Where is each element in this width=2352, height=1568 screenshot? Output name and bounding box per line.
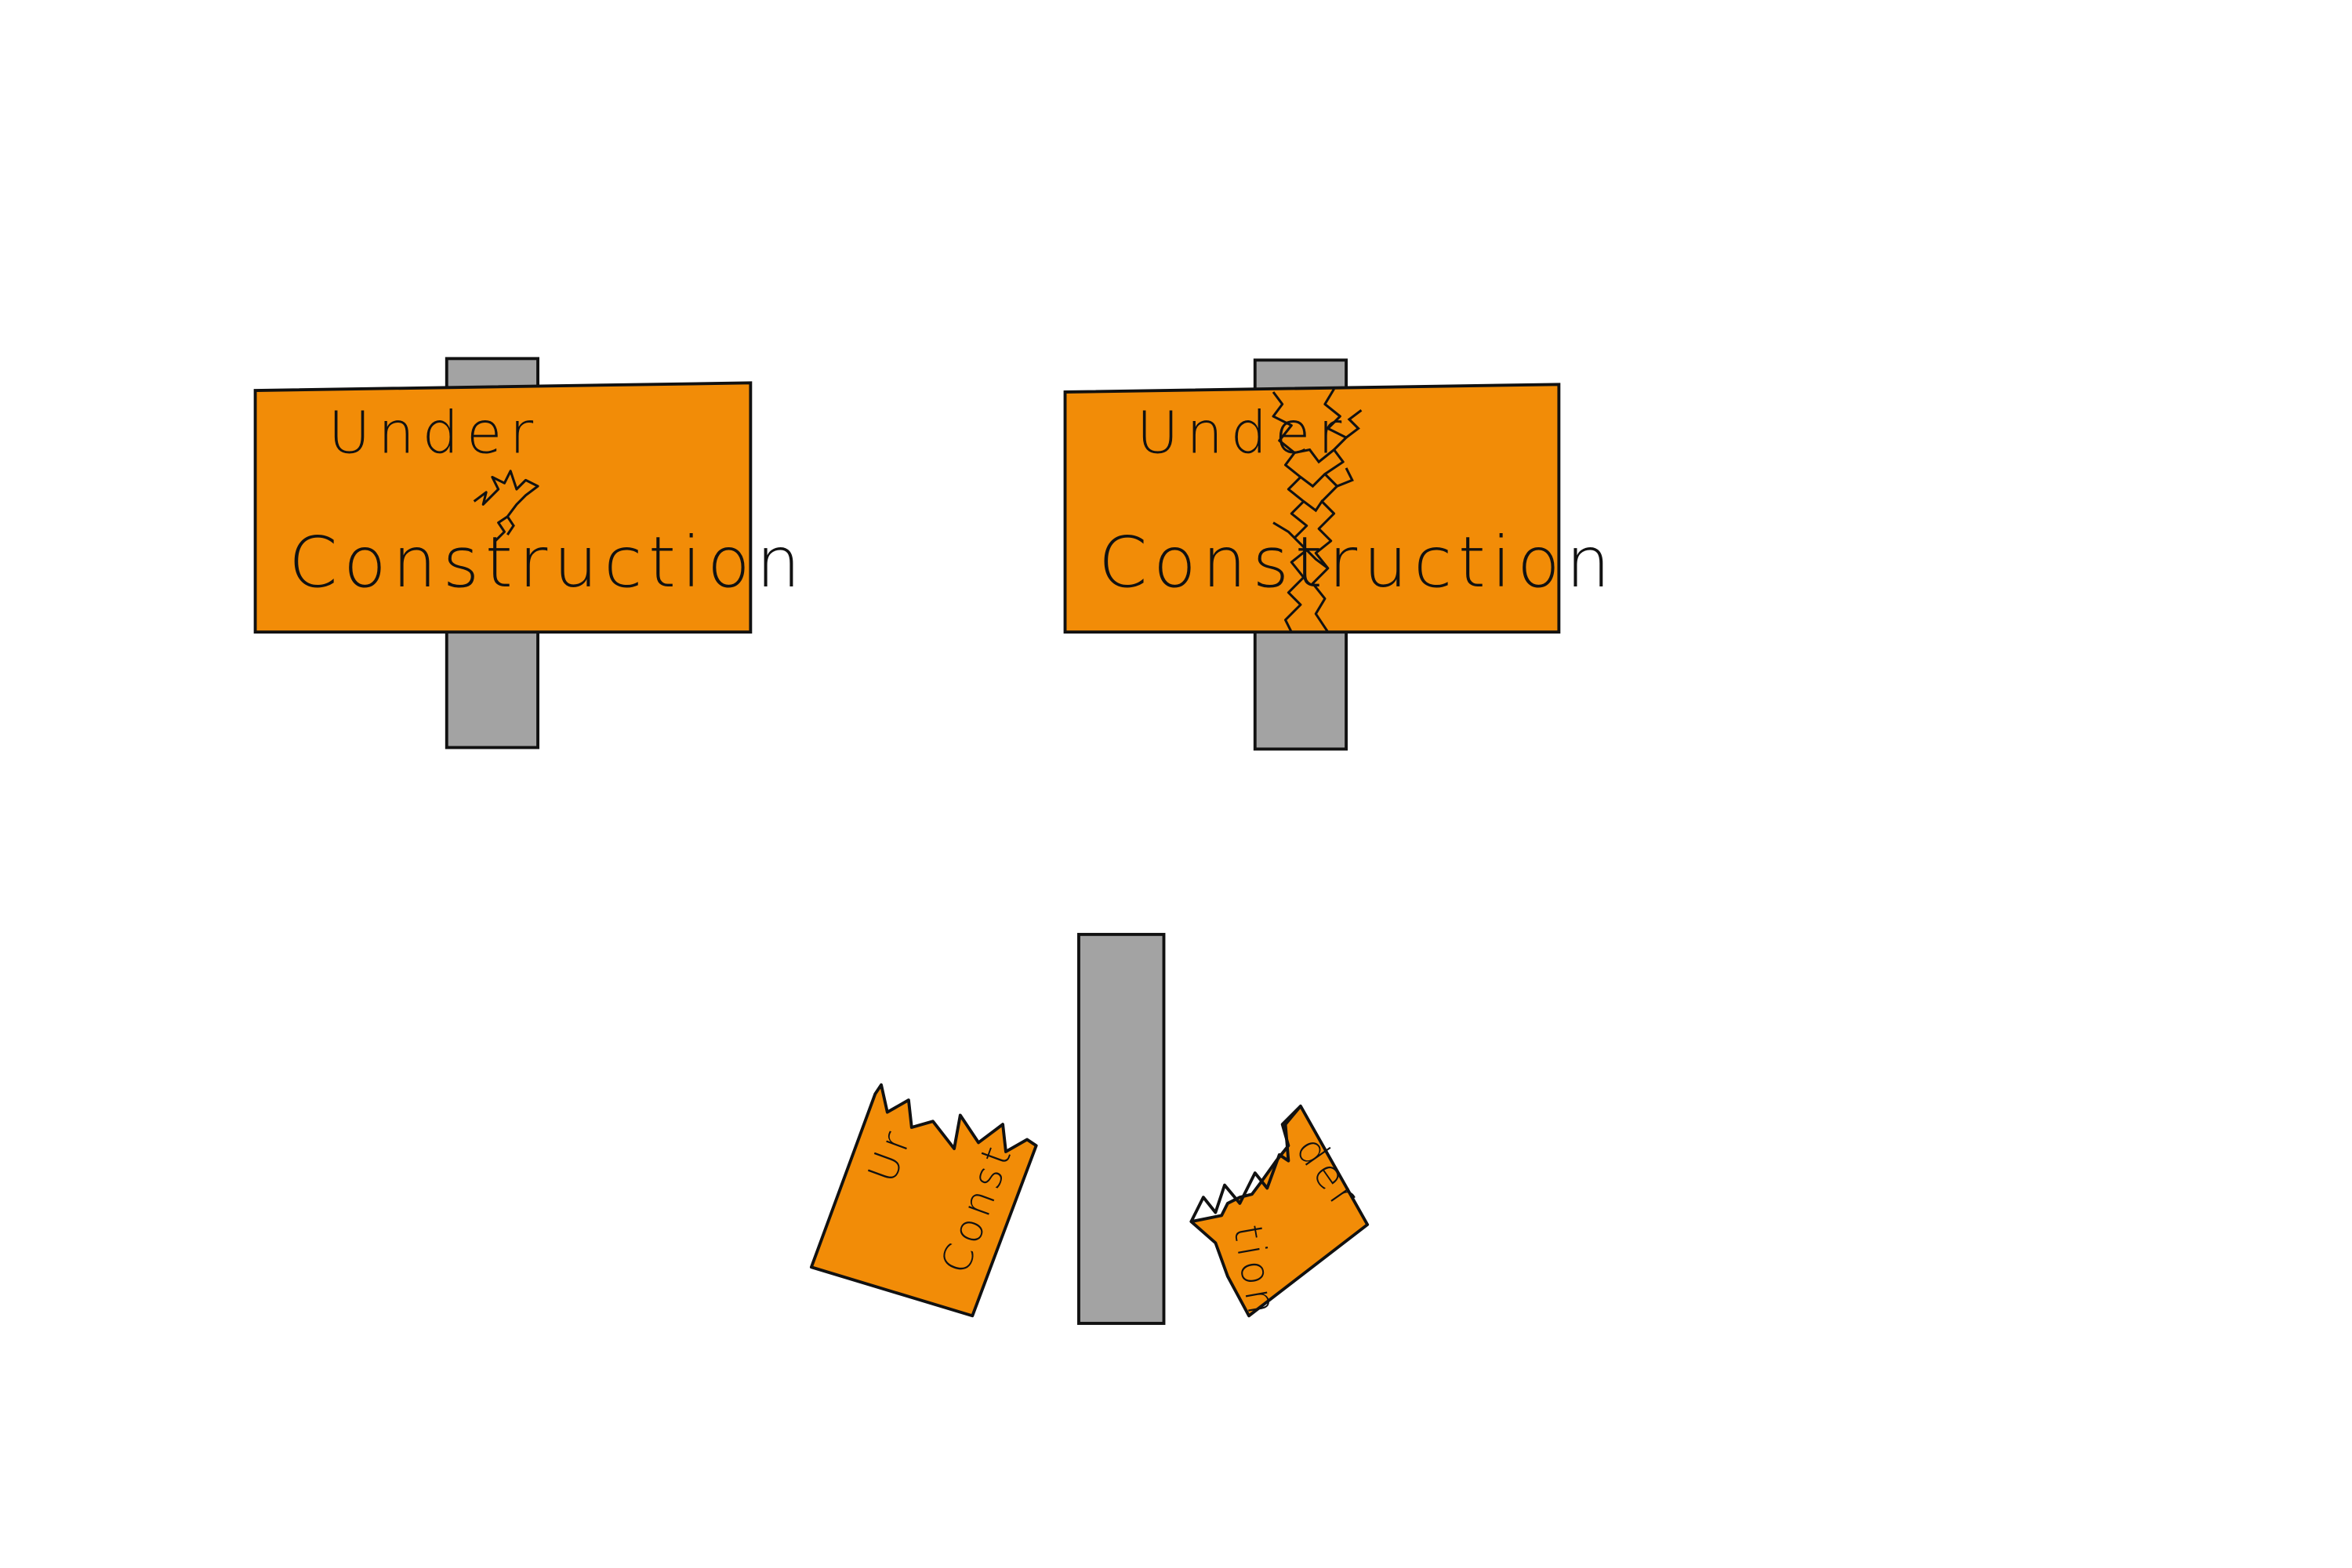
sign-cracked-crack-branch-4 [1272, 521, 1296, 539]
sign-intact-crack-branch [506, 516, 515, 536]
sign-broken-right-piece-jagged-edge [1189, 1105, 1302, 1223]
sign-cracked-crack-branch-7 [1305, 549, 1329, 570]
sign-cracked-crack-left [1272, 391, 1308, 633]
sign-cracked-crack-branch-3 [1302, 499, 1335, 515]
sign-cracked-line1: Under [1137, 401, 1349, 467]
sign-cracked-line2: Construction [1098, 522, 1617, 604]
sign-cracked-crack-branch-5 [1345, 409, 1363, 439]
sign-intact-crack [473, 470, 539, 543]
sign-intact: Under Construction [253, 357, 807, 750]
sign-cracked-crack-branch-1 [1294, 448, 1335, 464]
sign-broken-right-piece [1189, 1104, 1370, 1318]
sign-cracked-crack-branch-2 [1299, 473, 1327, 488]
sign-broken-post [1077, 932, 1166, 1325]
sign-cracked-crack-branch-6 [1336, 467, 1354, 488]
sign-broken-left-piece [809, 1083, 1038, 1318]
sign-intact-line2: Construction [289, 522, 807, 604]
sign-cracked: Under Construction [1063, 358, 1617, 751]
sign-intact-line1: Under [328, 401, 541, 467]
sign-intact-board [253, 381, 753, 634]
sign-broken: Ur Const der tion [809, 932, 1370, 1325]
